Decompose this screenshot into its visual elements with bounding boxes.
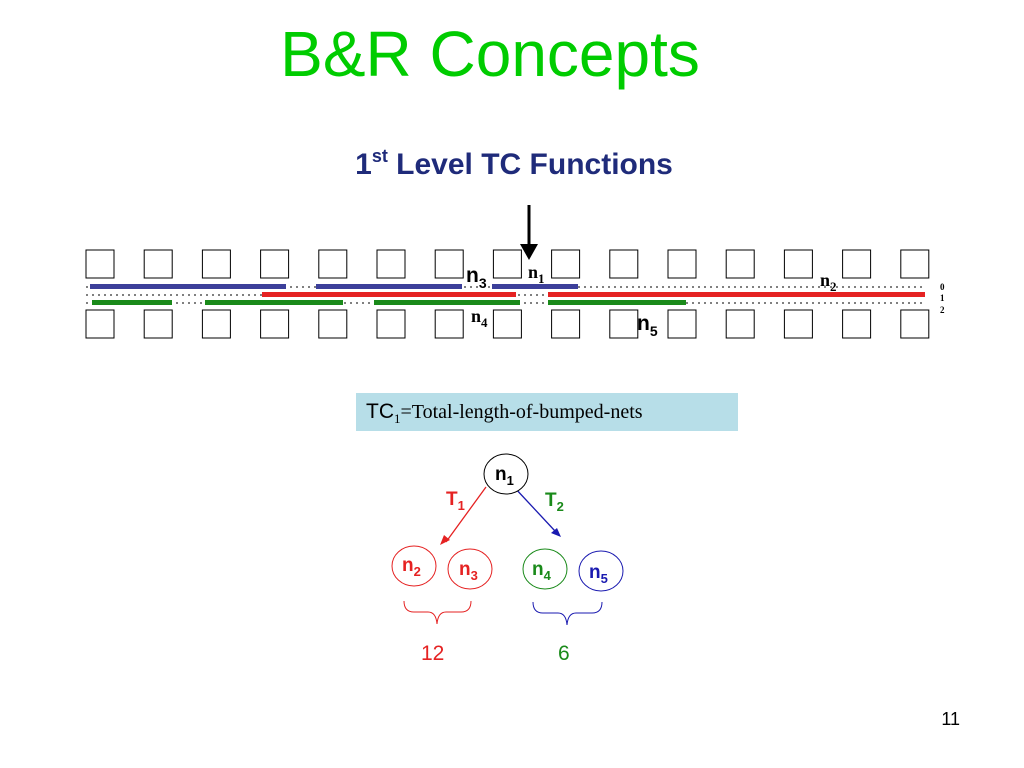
tree-leaf-n3 [447,548,493,590]
down-arrow [520,205,538,260]
label-t1: T1 [446,489,465,513]
cell-top-14 [900,249,930,279]
tree-leaf-n5 [578,550,624,592]
label-n1: n1 [528,262,545,286]
sum-left: 12 [421,642,444,665]
subtitle-text: Level TC Functions [387,148,673,181]
cell-top-6 [434,249,464,279]
cell-top-0 [85,249,115,279]
track-number-1: 1 [940,293,945,303]
tree-root-node [483,453,529,495]
cell-top-2 [201,249,231,279]
cell-bottom-7 [492,309,522,339]
net-n3-red-segment [262,292,516,297]
slide-title: B&R Concepts [280,18,700,90]
edge-t1 [445,486,487,543]
cell-row-top [85,249,930,279]
cell-top-9 [609,249,639,279]
track-number-2: 2 [940,305,945,315]
brace-right [532,601,603,626]
tc-formula-box: TC1=Total-length-of-bumped-nets [356,393,738,431]
cell-top-8 [551,249,581,279]
net-n4-segment-mid [205,300,343,305]
cell-top-10 [667,249,697,279]
cell-bottom-8 [551,309,581,339]
cell-bottom-3 [260,309,290,339]
subtitle-ordinal: st [371,146,388,166]
cell-top-3 [260,249,290,279]
tc-prefix: TC [366,400,394,423]
cell-bottom-13 [842,309,872,339]
net-n4-segment-right [374,300,520,305]
cell-bottom-12 [783,309,813,339]
cell-top-5 [376,249,406,279]
net-segments [90,284,925,305]
layout-labels: n3 n1 n2 n4 n5 0 1 2 [466,262,945,339]
tree-leaf-n4-label: n4 [532,559,552,583]
label-n5: n5 [637,312,658,339]
cell-bottom-6 [434,309,464,339]
cell-bottom-11 [725,309,755,339]
cell-row-bottom [85,309,930,339]
cell-top-7 [492,249,522,279]
tree-root-label: n1 [495,464,514,488]
cell-top-12 [783,249,813,279]
track-number-0: 0 [940,282,945,292]
label-t2: T2 [545,490,564,514]
subtitle-level: 1 [355,148,372,181]
net-n3-segment-left [90,284,286,289]
label-n2: n2 [820,270,837,294]
cell-bottom-10 [667,309,697,339]
net-n1-segment [492,284,578,289]
sum-right: 6 [558,642,570,665]
slide-subtitle: 1st Level TC Functions [0,146,1024,182]
cell-top-4 [318,249,348,279]
label-n4: n4 [471,306,488,330]
tree-leaf-n3-label: n3 [459,559,478,583]
edge-t2 [513,486,556,532]
page-number: 11 [941,709,960,729]
tree-leaf-n2 [391,545,437,587]
tc-formula-text: =Total-length-of-bumped-nets [400,401,643,423]
net-n5-segment [548,300,686,305]
tree-leaf-n4 [522,548,568,590]
cell-bottom-14 [900,309,930,339]
cell-bottom-2 [201,309,231,339]
tc-subscript: 1 [394,411,401,426]
cell-bottom-4 [318,309,348,339]
net-n4-segment-left [92,300,172,305]
cell-bottom-9 [609,309,639,339]
edge-t2-arrowhead [551,528,561,537]
cell-bottom-5 [376,309,406,339]
down-arrow-head [520,244,538,260]
tree-leaf-n2-label: n2 [402,555,421,579]
cell-top-1 [143,249,173,279]
net-n2-segment [548,292,925,297]
edge-t1-arrowhead [440,535,450,545]
cell-top-11 [725,249,755,279]
cell-bottom-1 [143,309,173,339]
cell-top-13 [842,249,872,279]
net-n3-segment-right [316,284,462,289]
brace-left [403,600,472,625]
cell-bottom-0 [85,309,115,339]
tree-leaf-n5-label: n5 [589,562,608,586]
decision-tree: n1 T1 T2 n2 n3 n4 n5 12 6 [391,453,624,665]
label-n3: n3 [466,264,487,291]
